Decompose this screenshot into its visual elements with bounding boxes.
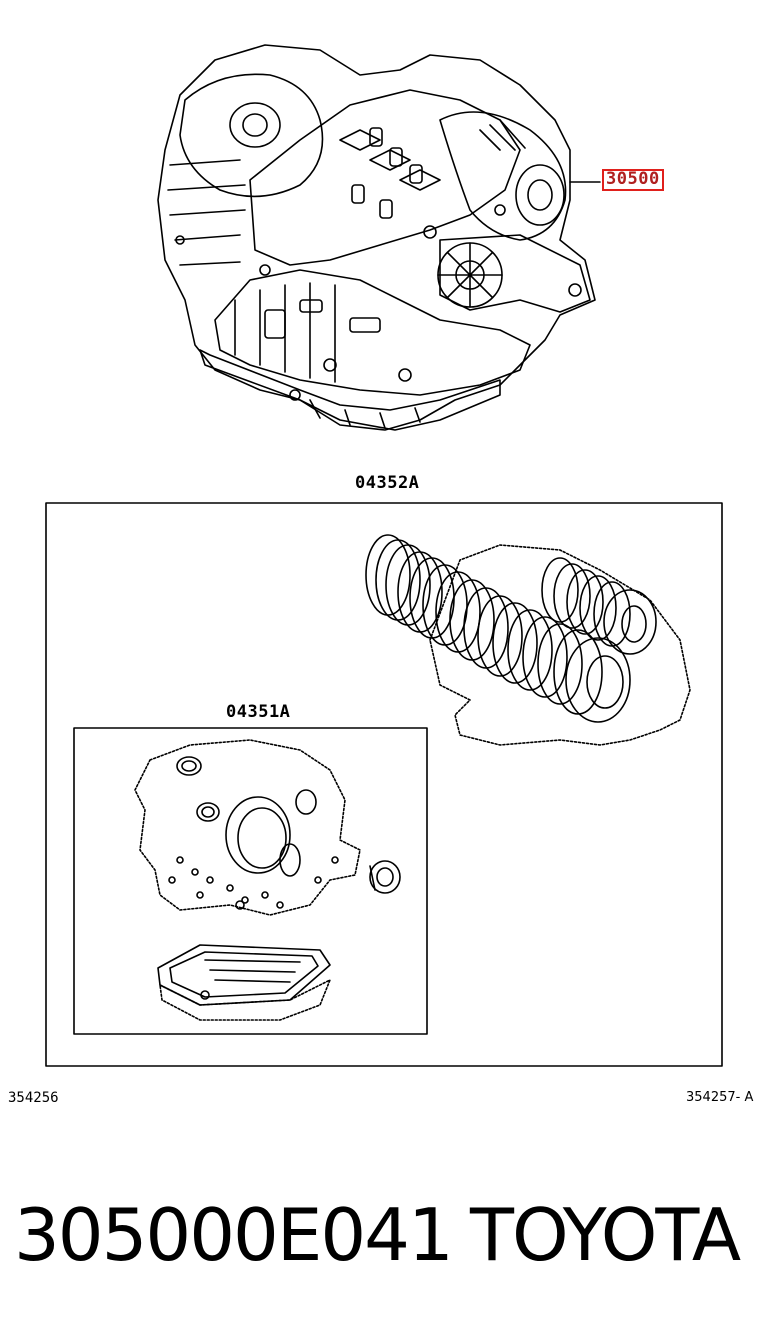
- footer-part-row: 305000E041 TOYOTA: [0, 1185, 760, 1295]
- ref-number-left: 354256: [8, 1090, 59, 1106]
- part-number: 305000E041: [14, 1193, 454, 1277]
- brand-name: TOYOTA: [470, 1193, 741, 1277]
- clutch-plates-illustration: [365, 534, 691, 746]
- callout-30500[interactable]: 30500: [606, 169, 660, 189]
- gasket-kit-illustration: [134, 739, 401, 1021]
- gasket-kit-box: [73, 727, 428, 1035]
- callout-04351a[interactable]: 04351A: [226, 702, 291, 722]
- overhaul-kit-box: [45, 502, 723, 1067]
- ref-number-right: 354257- A: [686, 1090, 754, 1105]
- diagram-svg: [45, 44, 723, 1067]
- highlight-box-30500: [602, 169, 664, 191]
- callout-04352a[interactable]: 04352A: [355, 473, 420, 493]
- transmission-assembly-illustration: [157, 44, 596, 431]
